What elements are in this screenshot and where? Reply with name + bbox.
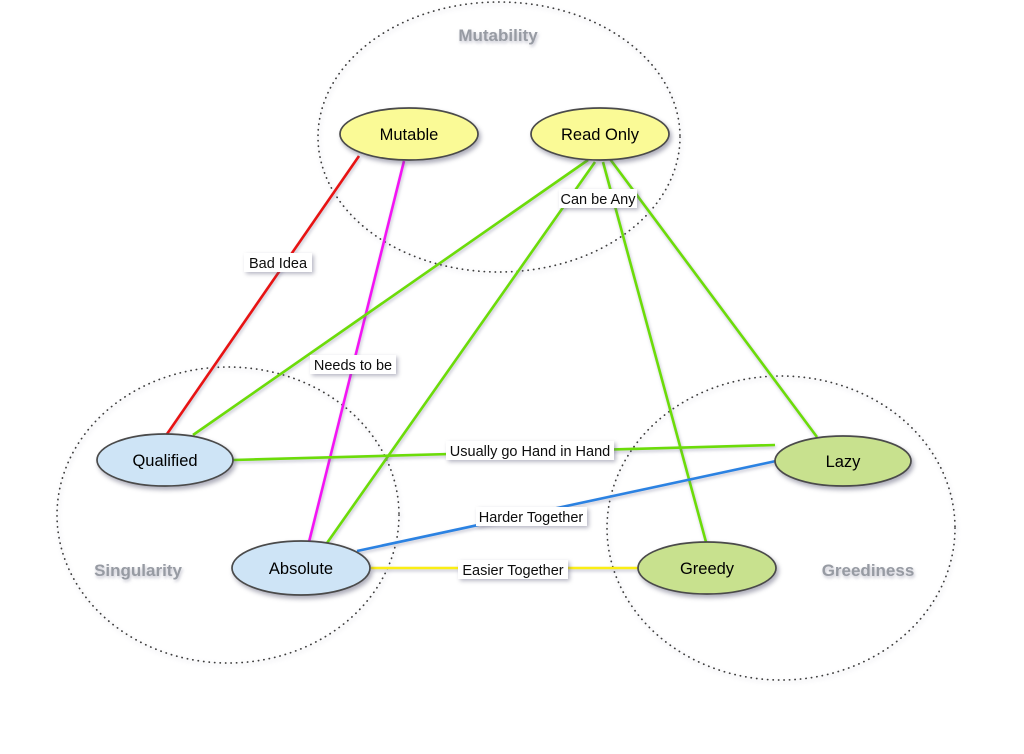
node-absolute-shape: [231, 540, 371, 596]
node-lazy: Lazy: [774, 435, 912, 487]
node-qualified-shape: [96, 433, 234, 487]
edge-readonly-absolute: [325, 161, 597, 544]
cluster-rings: [56, 1, 956, 681]
node-read-only-shape: [530, 107, 670, 161]
edge-label-usually-go-hand-in-hand-text: Usually go Hand in Hand: [450, 444, 610, 460]
cluster-label-greediness: Greediness: [822, 561, 915, 580]
edge-label-needs-to-be: Needs to be: [310, 355, 396, 374]
node-read-only-label: Read Only: [561, 126, 640, 144]
cluster-ring-mutability: [317, 1, 681, 273]
node-greedy: Greedy: [637, 541, 777, 595]
cluster-ring-singularity: [56, 366, 400, 664]
edge-label-easier-together: Easier Together: [458, 560, 568, 579]
edges: [165, 155, 819, 570]
edge-label-bad-idea-bg: [244, 253, 312, 272]
edge-label-can-be-any-text: Can be Any: [561, 192, 637, 208]
node-qualified: Qualified: [96, 433, 234, 487]
edge-readonly-lazy: [608, 158, 819, 438]
cluster-label-singularity: Singularity: [94, 561, 182, 580]
edge-label-easier-together-text: Easier Together: [462, 563, 563, 579]
cluster-ring-greediness: [606, 375, 956, 681]
edge-label-easier-together-bg: [458, 560, 568, 579]
cluster-labels: Mutability Singularity Greediness: [94, 26, 914, 580]
edge-label-bad-idea: Bad Idea: [244, 253, 312, 272]
node-mutable: Mutable: [339, 107, 479, 161]
edge-label-harder-together: Harder Together: [476, 507, 587, 526]
node-read-only: Read Only: [530, 107, 670, 161]
edge-label-harder-together-text: Harder Together: [479, 510, 584, 526]
node-greedy-shape: [637, 541, 777, 595]
edge-label-bad-idea-text: Bad Idea: [249, 256, 308, 272]
node-mutable-label: Mutable: [380, 126, 439, 144]
node-absolute-label: Absolute: [269, 560, 333, 578]
edge-label-needs-to-be-bg: [310, 355, 396, 374]
edge-labels: Bad Idea Needs to be Can be Any Usually …: [244, 189, 637, 579]
edge-label-usually-go-hand-in-hand: Usually go Hand in Hand: [446, 441, 614, 460]
node-lazy-shape: [774, 435, 912, 487]
node-lazy-label: Lazy: [826, 453, 862, 471]
node-qualified-label: Qualified: [132, 452, 197, 470]
edge-mutable-qualified: [165, 155, 361, 435]
node-absolute: Absolute: [231, 540, 371, 596]
nodes: Mutable Read Only Qualified Absolute Laz…: [96, 107, 912, 596]
edge-absolute-lazy: [356, 459, 777, 553]
node-greedy-label: Greedy: [680, 560, 735, 578]
edge-mutable-absolute: [307, 160, 406, 543]
node-mutable-shape: [339, 107, 479, 161]
edge-label-can-be-any-bg: [559, 189, 637, 208]
edge-label-needs-to-be-text: Needs to be: [314, 358, 392, 374]
edge-readonly-qualified: [192, 158, 589, 437]
edge-label-usually-go-hand-in-hand-bg: [446, 441, 614, 460]
edge-label-harder-together-bg: [476, 507, 587, 526]
edge-label-can-be-any: Can be Any: [559, 189, 637, 208]
cluster-label-mutability: Mutability: [458, 26, 538, 45]
